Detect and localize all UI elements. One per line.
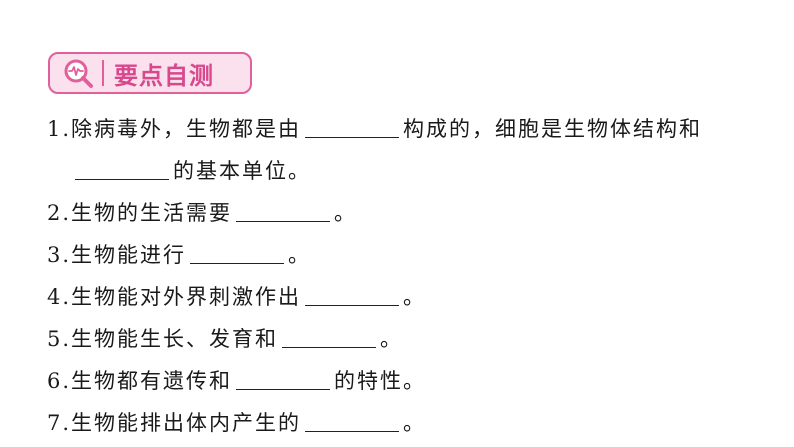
question-2: 2.生物的生活需要 。 bbox=[47, 192, 787, 234]
question-5: 5.生物能生长、发育和 。 bbox=[47, 318, 787, 360]
question-4: 4.生物能对外界刺激作出 。 bbox=[47, 276, 787, 318]
answer-blank[interactable] bbox=[190, 239, 285, 264]
question-text: 。 bbox=[403, 285, 427, 309]
question-text: 。 bbox=[403, 411, 427, 435]
question-text: 2.生物的生活需要 bbox=[47, 201, 233, 225]
question-3: 3.生物能进行 。 bbox=[47, 234, 787, 276]
question-1-line-1: 1.除病毒外，生物都是由 构成的，细胞是生物体结构和 bbox=[47, 108, 787, 150]
header-divider bbox=[102, 60, 104, 86]
answer-blank[interactable] bbox=[236, 365, 331, 390]
question-7: 7.生物能排出体内产生的 。 bbox=[47, 402, 787, 444]
question-text: 。 bbox=[288, 243, 312, 267]
answer-blank[interactable] bbox=[305, 281, 400, 306]
section-title: 要点自测 bbox=[114, 61, 214, 90]
question-text: 5.生物能生长、发育和 bbox=[47, 327, 279, 351]
answer-blank[interactable] bbox=[282, 323, 377, 348]
answer-blank[interactable] bbox=[305, 113, 400, 138]
question-text: 1.除病毒外，生物都是由 bbox=[47, 117, 302, 141]
answer-blank[interactable] bbox=[305, 407, 400, 432]
question-1-line-2: 的基本单位。 bbox=[47, 150, 787, 192]
question-text: 7.生物能排出体内产生的 bbox=[47, 411, 302, 435]
question-6: 6.生物都有遗传和 的特性。 bbox=[47, 360, 787, 402]
question-text: 的特性。 bbox=[334, 369, 427, 393]
question-text: 构成的，细胞是生物体结构和 bbox=[403, 117, 703, 141]
magnifier-heartbeat-icon bbox=[58, 54, 98, 92]
question-list: 1.除病毒外，生物都是由 构成的，细胞是生物体结构和 的基本单位。 2.生物的生活… bbox=[47, 108, 787, 444]
answer-blank[interactable] bbox=[75, 155, 169, 180]
question-text: 6.生物都有遗传和 bbox=[47, 369, 233, 393]
question-text: 。 bbox=[380, 327, 404, 351]
question-text: 。 bbox=[334, 201, 358, 225]
question-text: 4.生物能对外界刺激作出 bbox=[47, 285, 302, 309]
question-text: 的基本单位。 bbox=[173, 159, 311, 183]
question-text: 3.生物能进行 bbox=[47, 243, 187, 267]
section-header-badge: 要点自测 bbox=[48, 52, 252, 94]
answer-blank[interactable] bbox=[236, 197, 331, 222]
